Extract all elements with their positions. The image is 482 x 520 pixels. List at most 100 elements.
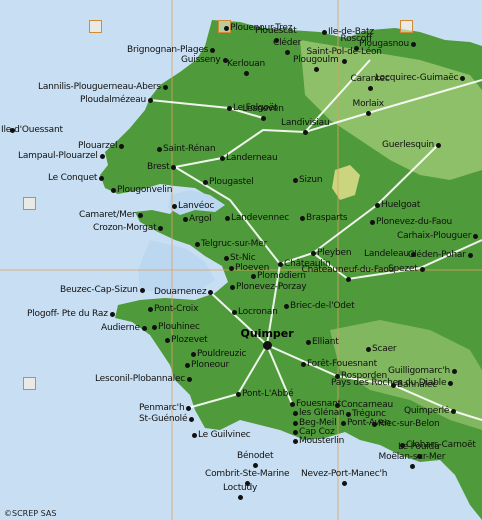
place-dot (243, 70, 249, 76)
place-dot (334, 373, 340, 379)
place-dot (226, 105, 232, 111)
place-label: Plouescat (255, 26, 297, 36)
place-dot (459, 75, 465, 81)
place-label: Audierne (101, 323, 140, 333)
place-label: Quimper (240, 327, 294, 340)
place-label: Fouesnant (296, 399, 341, 409)
place-dot (139, 287, 145, 293)
place-dot (147, 97, 153, 103)
place-label: Locronan (238, 307, 278, 317)
place-dot (194, 241, 200, 247)
place-label: Guerlesquin (382, 140, 435, 150)
place-dot (321, 29, 327, 35)
copyright-text: ©SCREP SAS (4, 509, 57, 518)
place-label: Plouhinec (158, 322, 200, 332)
place-label: Telgruc-sur-Mer (201, 239, 268, 249)
place-dot (365, 110, 371, 116)
place-dot (292, 420, 298, 426)
place-dot (99, 153, 105, 159)
place-dot (231, 309, 237, 315)
place-label: Huelgoat (381, 200, 421, 210)
place-label: Pleyben (317, 248, 352, 258)
place-label: Combrit-Ste-Marine (205, 469, 290, 479)
place-label: Camaret/Mer (79, 210, 136, 220)
place-dot (228, 265, 234, 271)
bay-area (168, 190, 225, 215)
place-label: Landevennec (231, 213, 290, 223)
place-label: Sizun (299, 175, 323, 185)
place-label: Morlaix (352, 99, 385, 109)
place-dot (235, 391, 241, 397)
place-label: Plougastel (209, 177, 254, 187)
place-label: Plougonvelin (117, 185, 173, 195)
place-dot (110, 187, 116, 193)
place-label: Scaer (372, 344, 397, 354)
place-dot (409, 463, 415, 469)
place-label: Guilligomarc'h (388, 366, 451, 376)
place-label: Châteaulin (284, 259, 331, 269)
place-dot (410, 41, 416, 47)
place-dot (147, 306, 153, 312)
place-dot (109, 311, 115, 317)
place-dot (292, 438, 298, 444)
place-label: Pont-Croix (154, 304, 199, 314)
place-label: Penmarc'h (139, 403, 185, 413)
place-label: Cléden-Pohar (408, 250, 466, 260)
place-dot (341, 58, 347, 64)
place-label: Carantec (350, 74, 390, 84)
place-label: Mousterlin (299, 436, 345, 446)
place-dot (156, 146, 162, 152)
place-label: St-Nic (230, 253, 256, 263)
place-dot (273, 37, 279, 43)
place-dot (410, 251, 416, 257)
place-label: Lesneven (242, 104, 284, 114)
place-label: les Glénan (299, 408, 345, 418)
place-label: Elliant (312, 337, 339, 347)
place-dot (170, 164, 176, 170)
place-label: Plouarzel (78, 141, 118, 151)
place-dot (277, 261, 283, 267)
place-label: Roscoff (340, 34, 373, 44)
place-label: Quimperlé (404, 406, 450, 416)
place-dot (252, 462, 258, 468)
place-label: Landeleau (364, 249, 409, 259)
place-dot (260, 115, 266, 121)
place-label: Plogoff- Pte du Raz (27, 309, 108, 319)
grid-tag-a3 (400, 20, 413, 33)
place-label: Cap Coz (299, 427, 335, 437)
place-dot (472, 233, 478, 239)
place-dot (209, 47, 215, 53)
place-label: Clohars-Carnoët (406, 440, 476, 450)
place-dot (292, 410, 298, 416)
place-label: Bannalec (397, 380, 437, 390)
place-dot (164, 337, 170, 343)
place-dot (365, 346, 371, 352)
place-dot (292, 429, 298, 435)
place-dot (223, 25, 229, 31)
place-dot (435, 142, 441, 148)
place-dot (219, 155, 225, 161)
grid-tag-a1 (89, 20, 102, 33)
place-label: Forêt-Fouesnant (307, 359, 377, 369)
place-label: Landivisiau (281, 118, 330, 128)
place-dot (237, 494, 243, 500)
place-label: Le Conquet (48, 173, 98, 183)
place-label: Pouldreuzic (197, 349, 247, 359)
place-label: Riec-sur-Belon (378, 419, 440, 429)
lake-area (332, 165, 360, 200)
place-label: Beuzec-Cap-Sizun (60, 285, 138, 295)
place-label: Ile-d'Ouessant (1, 125, 63, 135)
place-dot (300, 361, 306, 367)
place-dot (186, 376, 192, 382)
place-dot (137, 212, 143, 218)
place-dot (299, 215, 305, 221)
place-dot (390, 382, 396, 388)
place-label: Locquirec-Guimaëc (375, 73, 459, 83)
place-dot (283, 303, 289, 309)
place-label: Rosporden (341, 371, 387, 381)
place-dot (222, 57, 228, 63)
place-dot (118, 143, 124, 149)
place-label: Bénodet (237, 451, 274, 461)
place-label: Ploeven (235, 263, 270, 273)
